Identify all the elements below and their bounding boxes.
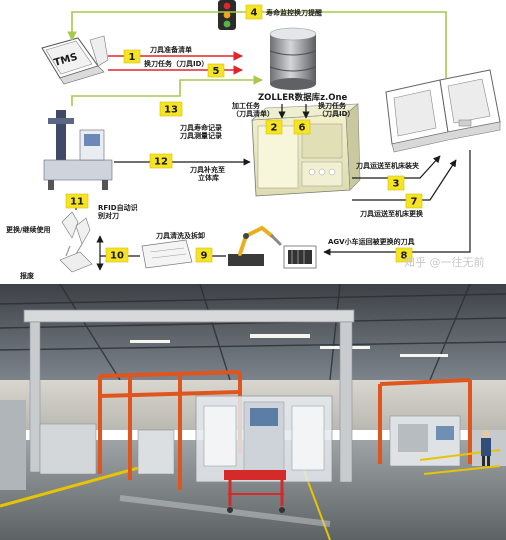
step-label-12-line-1: 刀具补充至 [190, 165, 225, 174]
svg-text:11: 11 [70, 197, 84, 208]
step-label-11: RFID自动识 别对刀 [97, 203, 140, 220]
step-badge-4: 4 [245, 4, 263, 20]
svg-text:9: 9 [201, 251, 208, 262]
machine-tool-icon [385, 69, 501, 153]
step-label-12-line-2: 立体库 [198, 173, 219, 182]
step-badge-2: 2 [265, 119, 283, 135]
step-badge-1: 1 [123, 49, 141, 64]
svg-text:4: 4 [251, 8, 258, 19]
scrap-tools-icon [59, 243, 93, 273]
step-badge-9: 9 [195, 247, 213, 263]
step-label-13: 刀具寿命记录 刀具测量记录 [180, 123, 224, 140]
svg-text:1: 1 [129, 52, 136, 63]
step-badge-7: 7 [405, 193, 423, 209]
database-icon [269, 27, 317, 90]
ceiling [0, 284, 506, 380]
gantry-frame [23, 309, 355, 483]
step-label-13-line-2: 刀具测量记录 [180, 131, 222, 140]
step-label-1: 刀具准备清单 [150, 45, 192, 54]
svg-text:6: 6 [299, 123, 306, 134]
step-label-5: 换刀任务（刀具ID） [144, 59, 208, 68]
step-label-8: AGV小车运回被更换的刀具 [328, 237, 415, 246]
factory-photo [0, 284, 506, 540]
svg-text:3: 3 [393, 179, 400, 190]
scrap-label: 报废 [20, 271, 34, 280]
step-label-3: 刀具运送至机床装夹 [356, 161, 419, 170]
step-label-7: 刀具运送至机床更换 [360, 209, 424, 218]
ceiling-trusses [0, 284, 506, 381]
step-badge-5: 5 [207, 63, 225, 78]
svg-text:2: 2 [271, 123, 278, 134]
step-badge-3: 3 [387, 175, 405, 191]
step-label-6-line-2: （刀具ID） [318, 109, 354, 118]
svg-text:5: 5 [213, 66, 220, 77]
step-badge-8: 8 [395, 247, 413, 263]
arrow-3 [352, 155, 441, 179]
arrow-13 [71, 75, 263, 106]
step-badge-13: 13 [159, 101, 183, 117]
step-label-2: 加工任务 （刀具清单） [231, 101, 274, 118]
step-badge-6: 6 [293, 119, 311, 135]
worker-figure [481, 430, 491, 466]
step-label-2-line-2: （刀具清单） [232, 109, 274, 118]
step-label-13-line-1: 刀具寿命记录 [180, 123, 222, 132]
automated-cell [195, 395, 333, 483]
step-label-9: 刀具清洗及拆卸 [156, 231, 205, 240]
step-label-2-line-1: 加工任务 [231, 101, 261, 110]
database-label: ZOLLER数据库z.One [258, 92, 348, 103]
svg-text:7: 7 [411, 197, 418, 208]
step-label-4: 寿命监控换刀提醒 [266, 8, 322, 17]
process-diagram: TMS ZOLLER数据库z.One [6, 0, 501, 280]
arrow-8 [323, 150, 471, 256]
floor-reflection [119, 495, 331, 527]
tool-holder-icon [61, 211, 91, 245]
step-label-6-line-1: 换刀任务 [318, 101, 347, 110]
step-badge-11: 11 [65, 193, 89, 209]
step-badge-10: 10 [105, 247, 129, 263]
step-badge-12: 12 [149, 153, 173, 169]
red-workbench [224, 470, 286, 513]
step-label-11-line-2: 别对刀 [97, 211, 119, 220]
svg-text:13: 13 [164, 105, 178, 116]
step-label-12: 刀具补充至 立体库 [190, 165, 227, 182]
traffic-light-icon [218, 0, 236, 30]
step-label-6: 换刀任务 （刀具ID） [318, 101, 354, 118]
floor-marking-left [0, 460, 161, 508]
watermark-text: 知乎 @一往无前 [404, 255, 485, 269]
svg-text:8: 8 [401, 251, 408, 262]
step-label-11-line-1: RFID自动识 [98, 203, 138, 212]
washing-tray-icon [141, 239, 193, 269]
reuse-label: 更换/继续使用 [6, 225, 51, 234]
agv-robot-icon [228, 225, 317, 269]
arrow-7 [352, 159, 457, 201]
svg-text:12: 12 [154, 157, 168, 168]
tms-computer-icon: TMS [41, 35, 109, 85]
floor [0, 440, 506, 540]
left-machines [0, 400, 175, 490]
presetter-machine-icon [43, 110, 113, 190]
svg-text:10: 10 [110, 251, 124, 262]
arrow-4 [67, 11, 447, 78]
